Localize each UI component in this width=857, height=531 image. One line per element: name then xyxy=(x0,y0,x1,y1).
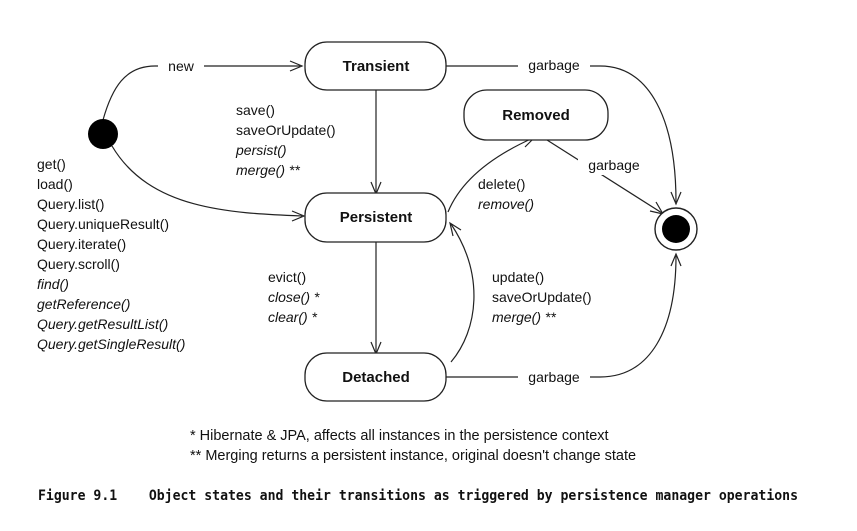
op-query-scroll: Query.scroll() xyxy=(37,256,120,272)
state-transient-label: Transient xyxy=(343,58,410,75)
label-garbage-bottom-bg xyxy=(518,367,590,387)
arrowhead-final-top xyxy=(670,191,682,206)
final-state-dot xyxy=(662,215,690,243)
op-save-or-update: saveOrUpdate() xyxy=(236,122,336,138)
op-load: load() xyxy=(37,176,73,192)
op-merge: merge() ** xyxy=(236,162,300,178)
state-persistent-label: Persistent xyxy=(340,209,413,226)
op-close: close() * xyxy=(268,289,320,305)
label-garbage-top-bg xyxy=(518,56,590,76)
edge-persistent-removed xyxy=(447,137,534,213)
op-delete: delete() xyxy=(478,176,525,192)
ops-to-removed: delete() remove() xyxy=(478,176,534,212)
label-new: new xyxy=(168,58,195,74)
ops-reattach: update() saveOrUpdate() merge() ** xyxy=(492,269,592,325)
op-find: find() xyxy=(37,276,69,292)
op-remove: remove() xyxy=(478,196,534,212)
label-new-bg xyxy=(158,56,204,76)
figure-caption: Figure 9.1 Object states and their trans… xyxy=(38,488,798,504)
state-detached: Detached xyxy=(304,352,447,402)
op-evict: evict() xyxy=(268,269,306,285)
op-query-get-result-list: Query.getResultList() xyxy=(37,316,168,332)
state-detached-label: Detached xyxy=(342,369,410,386)
op-get-reference: getReference() xyxy=(37,296,130,312)
op-update: update() xyxy=(492,269,544,285)
op-clear: clear() * xyxy=(268,309,318,325)
ops-load: get() load() Query.list() Query.uniqueRe… xyxy=(37,156,185,352)
op-query-get-single-result: Query.getSingleResult() xyxy=(37,336,185,352)
arrowhead-persistent-return xyxy=(449,221,462,237)
state-persistent: Persistent xyxy=(304,192,447,243)
edge-transient-garbage xyxy=(446,65,677,203)
op-save-or-update-reattach: saveOrUpdate() xyxy=(492,289,592,305)
op-merge-reattach: merge() ** xyxy=(492,309,556,325)
op-query-list: Query.list() xyxy=(37,196,104,212)
edge-removed-garbage xyxy=(546,139,663,214)
ops-to-detached: evict() close() * clear() * xyxy=(268,269,320,325)
label-garbage-detached: garbage xyxy=(528,369,580,385)
initial-state xyxy=(88,119,118,149)
arrowhead-final-bottom xyxy=(670,252,682,267)
ops-to-persistent: save() saveOrUpdate() persist() merge() … xyxy=(235,102,336,178)
edge-detached-garbage xyxy=(446,255,677,378)
arrowhead-persistent-load xyxy=(291,210,306,222)
footnote-2: ** Merging returns a persistent instance… xyxy=(190,448,636,464)
state-transient: Transient xyxy=(304,41,447,91)
op-get: get() xyxy=(37,156,66,172)
edge-new xyxy=(102,65,300,121)
edge-load xyxy=(111,145,303,217)
op-save: save() xyxy=(236,102,275,118)
arrowhead-transient xyxy=(289,60,304,72)
label-garbage-removed: garbage xyxy=(588,157,640,173)
op-persist: persist() xyxy=(235,142,287,158)
state-removed: Removed xyxy=(463,89,609,141)
op-query-iterate: Query.iterate() xyxy=(37,236,126,252)
label-garbage-mid-bg xyxy=(578,155,650,175)
edge-detached-persistent xyxy=(450,223,475,363)
op-query-unique-result: Query.uniqueResult() xyxy=(37,216,169,232)
label-garbage-transient: garbage xyxy=(528,57,580,73)
footnote-1: * Hibernate & JPA, affects all instances… xyxy=(190,428,609,444)
state-removed-label: Removed xyxy=(502,107,570,124)
